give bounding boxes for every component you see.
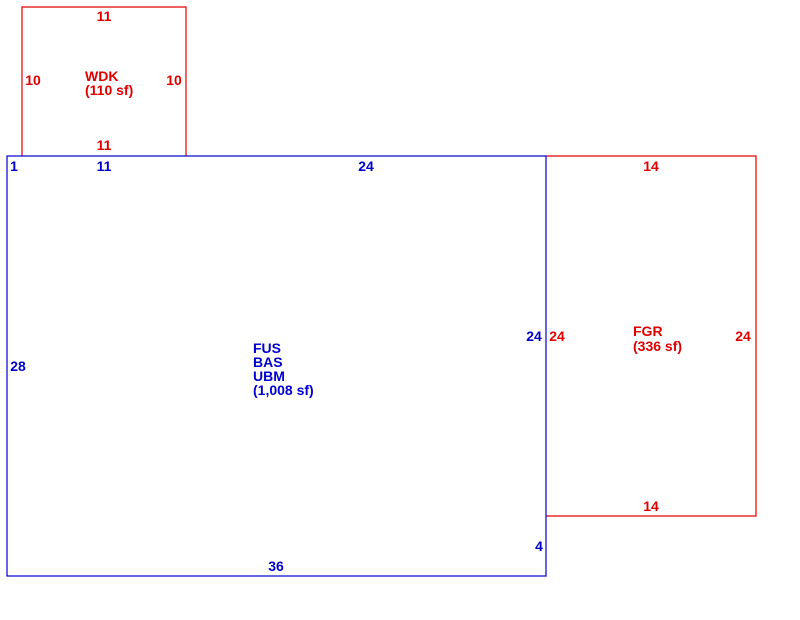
fgr-dim-left: 24 [549, 328, 565, 344]
main-dim-right: 24 [526, 328, 542, 344]
main-dim-left: 28 [10, 358, 26, 374]
fgr-dim-bottom: 14 [643, 498, 659, 514]
main-label-fus: FUS [253, 340, 281, 356]
fgr-label-area: (336 sf) [633, 338, 682, 354]
main-dim-bottom: 36 [268, 558, 284, 574]
main-dim-top-a: 11 [97, 158, 112, 174]
wdk-dim-bottom: 11 [97, 137, 112, 153]
area-fgr-outline [546, 155, 757, 517]
main-dim-right-lower: 4 [535, 538, 543, 554]
wdk-label-code: WDK [85, 68, 118, 84]
wdk-label-area: (110 sf) [85, 82, 133, 98]
area-main: 1 11 24 28 24 4 36 FUS BAS UBM (1,008 sf… [6, 155, 547, 577]
area-wdk: 11 10 10 11 WDK (110 sf) [21, 6, 187, 156]
wdk-dim-left: 10 [25, 72, 41, 88]
main-label-ubm: UBM [253, 368, 285, 384]
wdk-dim-top: 11 [97, 8, 112, 24]
main-dim-top-b: 24 [358, 158, 374, 174]
main-label-area: (1,008 sf) [253, 382, 314, 398]
main-dim-offset: 1 [10, 158, 18, 174]
fgr-dim-right: 24 [735, 328, 751, 344]
fgr-label-code: FGR [633, 323, 663, 339]
fgr-dim-top: 14 [643, 158, 659, 174]
area-fgr: 14 24 24 14 FGR (336 sf) [546, 155, 757, 517]
main-label-bas: BAS [253, 354, 283, 370]
area-wdk-outline [21, 6, 187, 156]
wdk-dim-right: 10 [166, 72, 182, 88]
area-main-outline [6, 155, 547, 577]
